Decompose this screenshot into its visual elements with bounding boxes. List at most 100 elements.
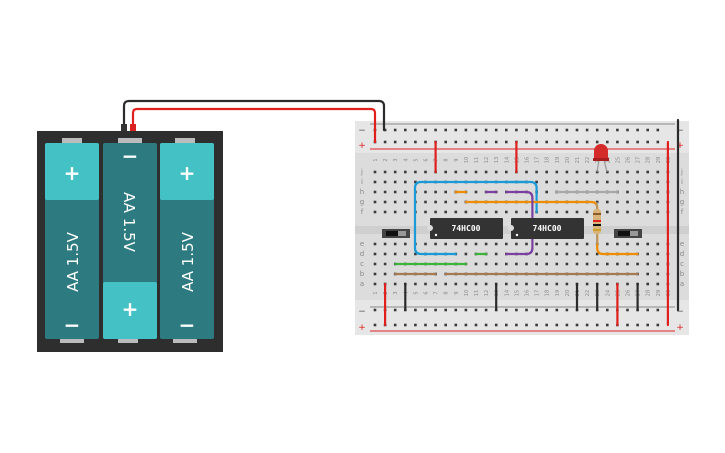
rail-hole[interactable] — [444, 128, 447, 132]
breadboard-hole[interactable] — [525, 210, 528, 214]
battery-pack[interactable]: + − AA 1.5V − + AA 1.5V + − AA 1.5V — [37, 131, 223, 352]
rail-hole[interactable] — [393, 140, 397, 144]
breadboard-hole[interactable] — [535, 170, 538, 174]
rail-hole[interactable] — [414, 308, 417, 312]
breadboard-hole[interactable] — [484, 170, 488, 174]
rail-hole[interactable] — [464, 323, 468, 327]
rail-hole[interactable] — [393, 308, 397, 312]
breadboard-hole[interactable] — [565, 242, 569, 246]
rail-hole[interactable] — [393, 128, 397, 132]
breadboard-hole[interactable] — [505, 170, 508, 174]
rail-hole[interactable] — [555, 323, 559, 327]
breadboard-hole[interactable] — [525, 262, 528, 266]
breadboard-hole[interactable] — [434, 210, 437, 214]
breadboard-hole[interactable] — [505, 262, 508, 266]
breadboard-hole[interactable] — [545, 170, 548, 174]
breadboard-hole[interactable] — [626, 210, 629, 214]
breadboard-hole[interactable] — [555, 180, 559, 184]
rail-hole[interactable] — [505, 140, 508, 144]
breadboard-hole[interactable] — [484, 282, 488, 286]
chip-74hc00-2[interactable]: 74HC00 — [508, 218, 584, 239]
breadboard-hole[interactable] — [474, 210, 478, 214]
rail-hole[interactable] — [555, 308, 559, 312]
rail-hole[interactable] — [444, 140, 447, 144]
breadboard-hole[interactable] — [565, 282, 569, 286]
breadboard-hole[interactable] — [636, 190, 639, 194]
breadboard-hole[interactable] — [373, 180, 377, 184]
breadboard-hole[interactable] — [464, 252, 468, 256]
rail-hole[interactable] — [454, 308, 458, 312]
breadboard-hole[interactable] — [383, 210, 387, 214]
breadboard-hole[interactable] — [434, 190, 437, 194]
breadboard-hole[interactable] — [636, 262, 639, 266]
rail-hole[interactable] — [484, 308, 488, 312]
rail-hole[interactable] — [585, 308, 589, 312]
breadboard-hole[interactable] — [555, 210, 559, 214]
breadboard-hole[interactable] — [393, 180, 397, 184]
rail-hole[interactable] — [464, 128, 468, 132]
breadboard-hole[interactable] — [626, 190, 629, 194]
breadboard-hole[interactable] — [444, 170, 447, 174]
rail-hole[interactable] — [606, 308, 609, 312]
rail-hole[interactable] — [565, 323, 569, 327]
breadboard-hole[interactable] — [595, 262, 599, 266]
rail-hole[interactable] — [484, 323, 488, 327]
rail-hole[interactable] — [494, 128, 498, 132]
rail-hole[interactable] — [535, 128, 538, 132]
breadboard-hole[interactable] — [454, 170, 458, 174]
breadboard-hole[interactable] — [545, 282, 548, 286]
breadboard-hole[interactable] — [535, 252, 538, 256]
rail-hole[interactable] — [505, 128, 508, 132]
breadboard-hole[interactable] — [393, 282, 397, 286]
breadboard-hole[interactable] — [424, 242, 427, 246]
rail-hole[interactable] — [545, 128, 548, 132]
breadboard-hole[interactable] — [494, 252, 498, 256]
breadboard-hole[interactable] — [616, 242, 619, 246]
rail-hole[interactable] — [373, 323, 377, 327]
breadboard-hole[interactable] — [646, 180, 649, 184]
breadboard-hole[interactable] — [575, 252, 579, 256]
rail-hole[interactable] — [636, 140, 639, 144]
breadboard-hole[interactable] — [606, 262, 609, 266]
breadboard-hole[interactable] — [656, 200, 660, 204]
breadboard-hole[interactable] — [484, 210, 488, 214]
rail-hole[interactable] — [606, 140, 609, 144]
breadboard-hole[interactable] — [595, 180, 599, 184]
breadboard-hole[interactable] — [575, 180, 579, 184]
rail-hole[interactable] — [464, 140, 468, 144]
rail-hole[interactable] — [454, 140, 458, 144]
breadboard-hole[interactable] — [656, 190, 660, 194]
breadboard-hole[interactable] — [646, 282, 649, 286]
breadboard-hole[interactable] — [626, 170, 629, 174]
breadboard-hole[interactable] — [505, 210, 508, 214]
slide-switch-left[interactable] — [382, 229, 410, 238]
rail-hole[interactable] — [585, 140, 589, 144]
breadboard-hole[interactable] — [404, 180, 407, 184]
rail-hole[interactable] — [535, 323, 538, 327]
breadboard-hole[interactable] — [646, 252, 649, 256]
rail-hole[interactable] — [656, 308, 660, 312]
rail-hole[interactable] — [484, 140, 488, 144]
breadboard-hole[interactable] — [444, 282, 447, 286]
breadboard-hole[interactable] — [545, 190, 548, 194]
rail-hole[interactable] — [595, 323, 599, 327]
breadboard-hole[interactable] — [373, 262, 377, 266]
breadboard-hole[interactable] — [656, 282, 660, 286]
breadboard-hole[interactable] — [515, 282, 518, 286]
rail-hole[interactable] — [474, 140, 478, 144]
breadboard-hole[interactable] — [616, 180, 619, 184]
breadboard-hole[interactable] — [464, 170, 468, 174]
breadboard-hole[interactable] — [626, 262, 629, 266]
breadboard-hole[interactable] — [626, 242, 629, 246]
breadboard-hole[interactable] — [434, 242, 437, 246]
breadboard-hole[interactable] — [636, 200, 639, 204]
breadboard-hole[interactable] — [585, 170, 589, 174]
rail-hole[interactable] — [424, 140, 427, 144]
breadboard-hole[interactable] — [545, 180, 548, 184]
rail-hole[interactable] — [494, 323, 498, 327]
breadboard-hole[interactable] — [404, 252, 407, 256]
rail-hole[interactable] — [454, 323, 458, 327]
rail-hole[interactable] — [494, 140, 498, 144]
breadboard-hole[interactable] — [565, 180, 569, 184]
